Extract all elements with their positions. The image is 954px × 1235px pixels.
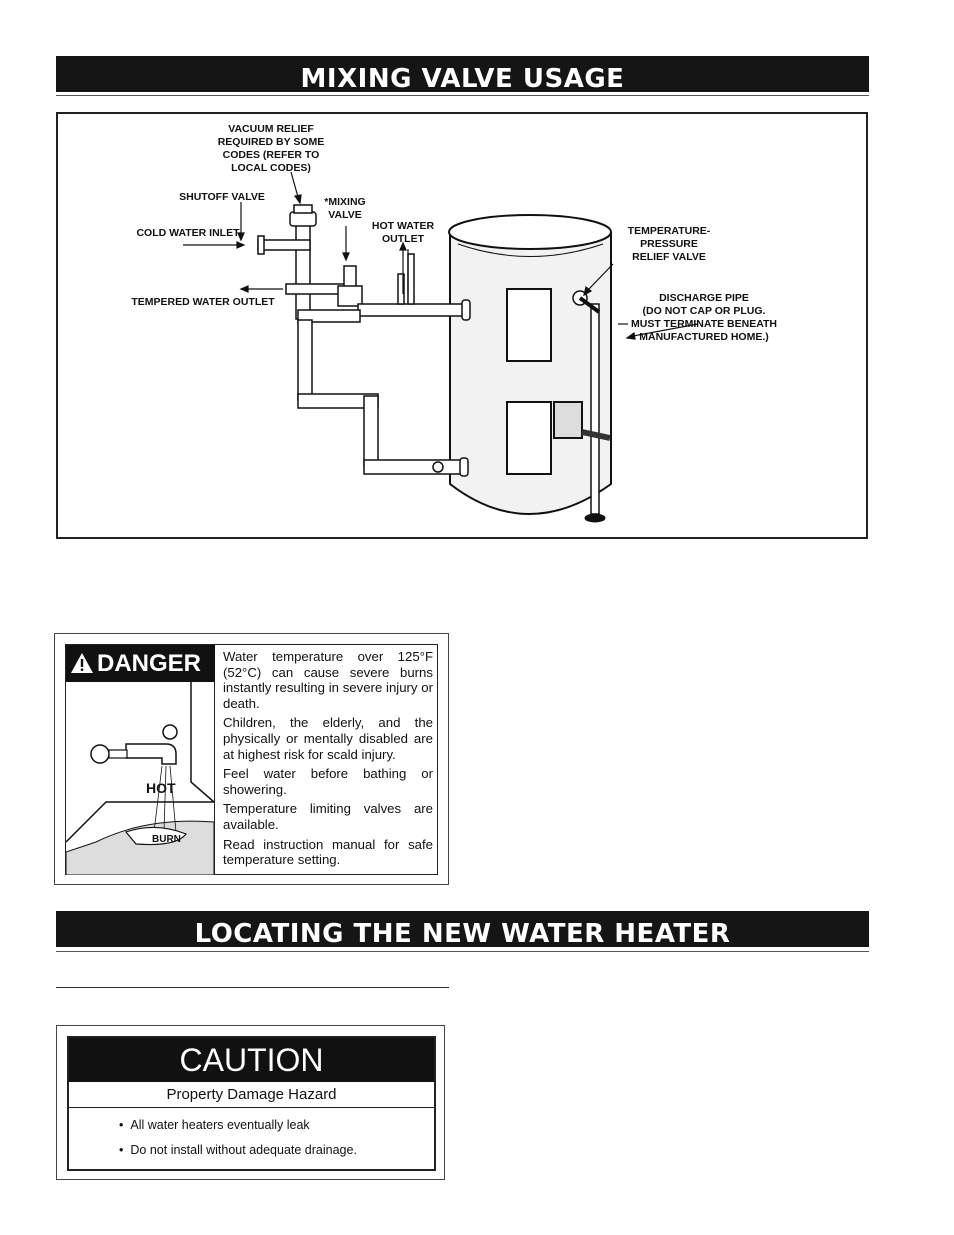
label-discharge-pipe-3: MUST TERMINATE BENEATH — [631, 318, 777, 330]
caution-item: Do not install without adequate drainage… — [119, 1143, 357, 1157]
danger-paragraph: Temperature limiting valves are availabl… — [223, 801, 433, 832]
label-vacuum-relief-2: REQUIRED BY SOME — [218, 136, 325, 148]
label-tp-relief-valve-2: PRESSURE — [640, 238, 698, 250]
label-discharge-pipe: DISCHARGE PIPE — [659, 292, 749, 304]
label-discharge-pipe-2: (DO NOT CAP OR PLUG. — [643, 305, 766, 317]
label-hot-water-outlet-2: OUTLET — [382, 233, 425, 245]
label-vacuum-relief-4: LOCAL CODES) — [231, 162, 311, 174]
danger-paragraph: Feel water before bathing or showering. — [223, 766, 433, 797]
piping — [257, 204, 471, 477]
section-banner-mixing-valve: MIXING VALVE USAGE — [56, 56, 869, 94]
label-mixing-valve-2: VALVE — [328, 209, 361, 221]
diagram-drawing: VACUUM RELIEF REQUIRED BY SOME CODES (RE… — [131, 123, 777, 523]
label-vacuum-relief: VACUUM RELIEF — [228, 123, 314, 135]
discharge-pipe — [572, 290, 611, 523]
label-mixing-valve: *MIXING — [324, 196, 365, 208]
faucet-hand-picture: HOT BURN — [65, 682, 215, 876]
section-title: LOCATING THE NEW WATER HEATER — [194, 919, 731, 949]
label-tp-relief-valve: TEMPERATURE- — [628, 225, 711, 237]
danger-header: DANGER — [66, 645, 215, 682]
danger-paragraph: Children, the elderly, and the physicall… — [223, 715, 433, 762]
danger-label-frame: DANGER HOT BURN Water temperature over 1… — [65, 644, 438, 876]
danger-heading: DANGER — [97, 650, 202, 677]
caution-subheading: Property Damage Hazard — [69, 1082, 434, 1108]
danger-label: DANGER HOT BURN Water temperature over 1… — [54, 633, 449, 885]
label-cold-water-inlet: COLD WATER INLET — [136, 227, 240, 239]
divider — [56, 987, 449, 988]
warning-triangle-icon — [71, 653, 93, 673]
caution-heading: CAUTION — [69, 1038, 434, 1082]
danger-message: Water temperature over 125°F (52°C) can … — [223, 649, 433, 872]
burn-text: BURN — [152, 834, 181, 845]
callout-arrows — [183, 171, 699, 340]
hot-text: HOT — [146, 780, 176, 796]
section-banner-locating: LOCATING THE NEW WATER HEATER — [56, 911, 869, 949]
label-discharge-pipe-4: MANUFACTURED HOME.) — [639, 331, 769, 343]
danger-paragraph: Water temperature over 125°F (52°C) can … — [223, 649, 433, 711]
caution-label: CAUTION Property Damage Hazard All water… — [56, 1025, 445, 1180]
divider — [56, 951, 869, 952]
label-tp-relief-valve-3: RELIEF VALVE — [632, 251, 706, 263]
water-heater-tank — [448, 214, 612, 515]
label-tempered-water-outlet: TEMPERED WATER OUTLET — [131, 296, 275, 308]
divider — [56, 95, 869, 96]
label-hot-water-outlet: HOT WATER — [372, 220, 435, 232]
caution-list: All water heaters eventually leak Do not… — [119, 1118, 357, 1168]
mixing-valve-diagram: VACUUM RELIEF REQUIRED BY SOME CODES (RE… — [56, 112, 868, 539]
section-title: MIXING VALVE USAGE — [300, 64, 625, 94]
scald-hazard-illustration: HOT BURN — [65, 682, 215, 876]
label-shutoff-valve: SHUTOFF VALVE — [179, 191, 265, 203]
caution-label-frame: CAUTION Property Damage Hazard All water… — [67, 1036, 436, 1171]
label-vacuum-relief-3: CODES (REFER TO — [223, 149, 320, 161]
danger-paragraph: Read instruction manual for safe tempera… — [223, 836, 433, 868]
caution-item: All water heaters eventually leak — [119, 1118, 357, 1132]
diagram-labels: VACUUM RELIEF REQUIRED BY SOME CODES (RE… — [131, 123, 777, 343]
